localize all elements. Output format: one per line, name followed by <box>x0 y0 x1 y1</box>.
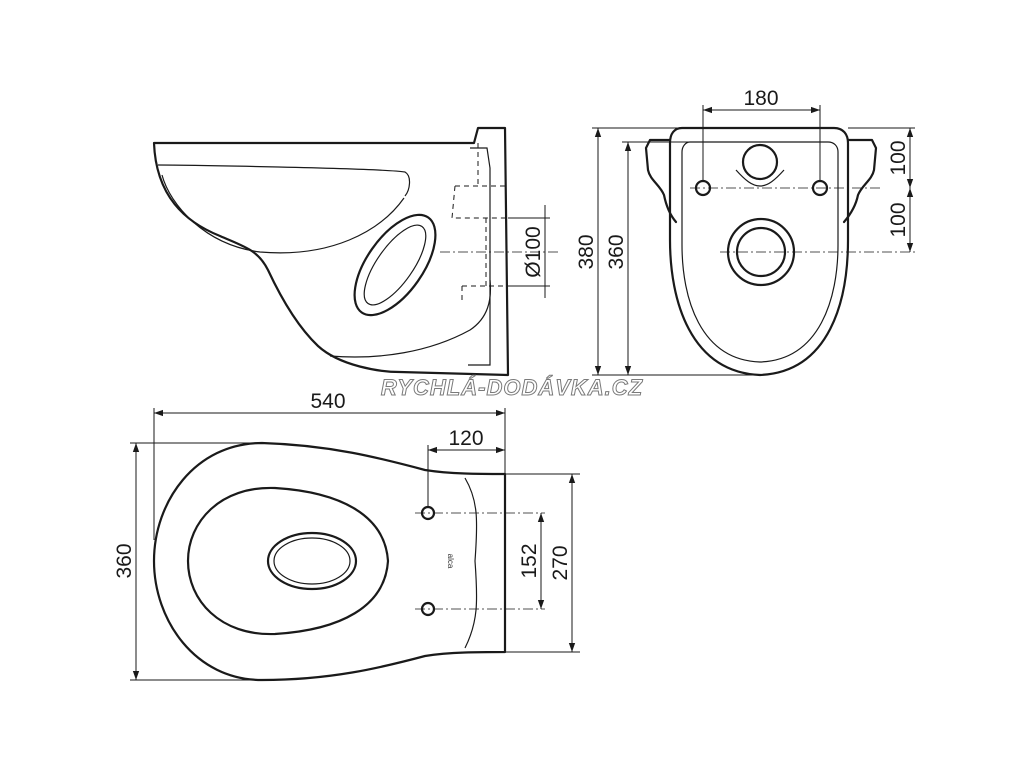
front-view-inlet-lip <box>735 169 785 187</box>
front-view-outer-outline <box>668 126 850 377</box>
side-view: Ø100 <box>152 126 560 377</box>
top-view-mounting-plate <box>464 477 478 649</box>
watermark-text: RYCHLÁ-DODÁVKA.CZ <box>381 375 644 400</box>
front-view-inlet <box>741 143 779 181</box>
dim-label-bolt-spacing: 180 <box>743 87 778 110</box>
dim-label-inner-height: 360 <box>605 234 628 269</box>
dim-label-bolt-offset: 120 <box>448 427 483 450</box>
dim-label-overall-width: 360 <box>113 543 136 578</box>
dim-label-top-to-bolts: 100 <box>887 140 910 175</box>
side-view-trap-curve <box>329 279 492 358</box>
side-view-oval-opening <box>353 213 437 317</box>
dim-label-outlet-diameter: Ø100 <box>522 226 545 277</box>
top-view-outer-outline <box>152 441 507 682</box>
top-view-bowl-inner <box>186 486 390 636</box>
side-view-rim-line <box>157 164 411 197</box>
front-view: 180 380 360 100 100 <box>575 87 915 377</box>
top-view: alca 540 120 360 152 270 <box>113 390 580 682</box>
dim-label-bolt-spacing-top: 152 <box>518 543 541 578</box>
side-view-hidden-outlet <box>451 185 508 300</box>
side-view-bowl-curve <box>161 174 405 254</box>
top-view-water-outlet <box>266 531 358 591</box>
dim-label-overall-length: 540 <box>310 390 345 413</box>
front-view-right-ear <box>842 138 878 224</box>
side-view-back-plate <box>468 147 491 366</box>
top-view-brand-mark: alca <box>446 554 455 569</box>
front-view-left-ear <box>644 138 678 224</box>
dim-label-overall-height: 380 <box>575 234 598 269</box>
dim-label-bolts-to-outlet: 100 <box>887 202 910 237</box>
top-view-water-outlet-inner <box>273 537 351 585</box>
dim-label-mounting-width: 270 <box>549 545 572 580</box>
front-view-outlet-inner <box>735 226 787 278</box>
front-view-inner-outline <box>681 141 839 363</box>
